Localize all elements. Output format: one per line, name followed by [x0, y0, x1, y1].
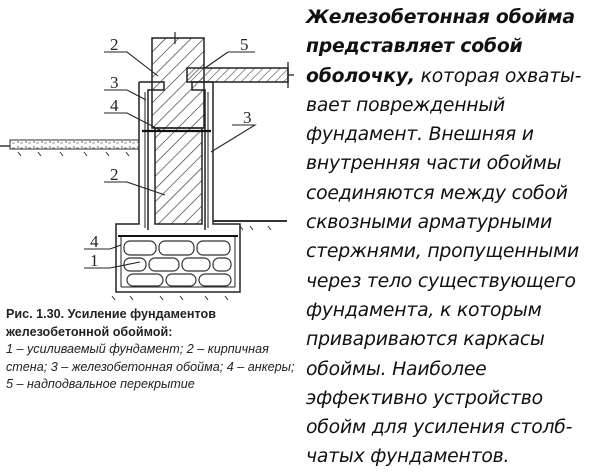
label-3-left: 3	[110, 73, 119, 92]
main-paragraph: Железобетонная обойма представляет собой…	[306, 3, 598, 472]
label-1: 1	[90, 251, 99, 270]
caption-title: Рис. 1.30. Усиление фундаментов железобе…	[6, 307, 216, 339]
figure-caption: Рис. 1.30. Усиление фундаментов железобе…	[6, 306, 296, 394]
floor-slab	[186, 67, 289, 83]
label-3-right: 3	[243, 108, 252, 127]
paragraph-body: которая охваты-вает поврежденный фундаме…	[306, 65, 582, 468]
foundation-reinforcement-diagram: 2 5 3 4 3 2 4 1	[0, 0, 300, 301]
label-4-bottom: 4	[90, 232, 99, 251]
label-2-top: 2	[110, 35, 119, 54]
ground-left	[0, 139, 140, 157]
brick-wall	[151, 32, 205, 225]
label-4-top: 4	[110, 96, 119, 115]
rubble-foundation	[123, 240, 232, 287]
ground-right	[213, 220, 287, 231]
label-2-mid: 2	[110, 165, 119, 184]
label-5: 5	[240, 35, 249, 54]
caption-legend: 1 – усиливаемый фундамент; 2 – кирпичная…	[6, 342, 295, 391]
paragraph-lead: Железобетонная обойма представляет собой…	[306, 7, 575, 87]
